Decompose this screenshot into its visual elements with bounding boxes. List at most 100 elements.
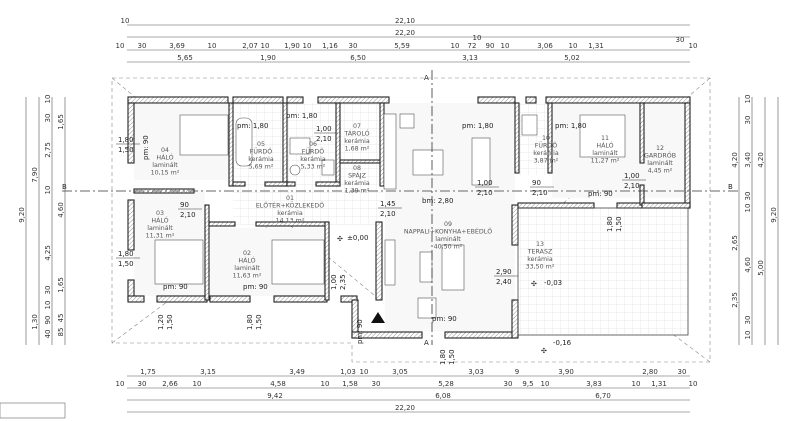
dimension-value: 4,60 (744, 257, 752, 273)
dimension-value: 6,70 (595, 392, 611, 400)
opening-width: 1,80 (118, 250, 134, 258)
dimension-value: 5,65 (177, 54, 193, 62)
dimension-value: 10 (501, 42, 510, 50)
room-floor: kerámia (344, 137, 370, 145)
opening-height: 2,10 (532, 189, 548, 197)
room-num: 09 (444, 221, 452, 228)
room-num: 04 (161, 147, 169, 154)
level-marker-icon: ✣ (531, 280, 537, 288)
dimension-value: 10 (44, 95, 52, 104)
annotation-label: pm: 1,80 (237, 122, 268, 130)
dimension-value: 5,28 (438, 380, 454, 388)
dimension-value: 10 (44, 301, 52, 310)
dimension-value: 10 (632, 380, 641, 388)
bathtub (235, 117, 253, 167)
dimension-value: 90 (486, 42, 495, 50)
dimension-value: 10 (303, 42, 312, 50)
dimension-value: 3,49 (289, 368, 305, 376)
dimension-value: 9,20 (18, 207, 26, 223)
dimension-value: 10 (44, 186, 52, 195)
opening-height: 1,50 (118, 260, 134, 268)
room-floor: kerámia (344, 179, 370, 187)
bed-04 (179, 114, 229, 156)
section-label-b-left: B (62, 183, 67, 191)
room-area: 11,27 m² (591, 158, 620, 165)
opening-label: 1,801,50 (116, 136, 140, 154)
dimension-value: 10 (321, 380, 330, 388)
level-entry: ±0,00 (347, 234, 368, 242)
sofa (441, 244, 465, 291)
dimension-value: 30 (678, 368, 687, 376)
room-floor: kerámia (277, 209, 303, 217)
dimension-value: 85 (57, 328, 65, 337)
opening-width: 1,80 (439, 349, 447, 365)
room-name: FÜRDŐ (535, 141, 557, 150)
opening-width: 1,00 (477, 179, 493, 187)
annotation-label: pm: 90 (163, 283, 188, 291)
room-name: SPÁJZ (348, 171, 367, 180)
room-num: 07 (353, 123, 361, 130)
dimension-value: 30 (44, 286, 52, 295)
dimension-value: 1,03 (340, 368, 356, 376)
dimension-value: 2,75 (44, 142, 52, 158)
dimension-value: 30 (349, 42, 358, 50)
room-num: 05 (257, 141, 265, 148)
room-area: 1,68 m² (345, 146, 370, 153)
tv-unit (384, 239, 396, 286)
annotation-label: pm: 90 (432, 315, 457, 323)
room-num: 02 (243, 250, 251, 257)
room-name: ELŐTÉR+KÖZLEKEDŐ (256, 201, 324, 210)
room-floor: laminált (152, 161, 178, 169)
dimension-value: 3,69 (169, 42, 185, 50)
annotation-label: pm: 1,80 (286, 112, 317, 120)
room-name: GARDRÓB (644, 151, 676, 160)
dimension-value: 4,20 (731, 152, 739, 168)
island (412, 149, 444, 176)
annotation-label: pm: 1,80 (555, 122, 586, 130)
opening-width: 90 (180, 201, 189, 209)
opening-label: 1,002,10 (475, 179, 499, 197)
room-num: 13 (536, 241, 544, 248)
dimension-value: 3,03 (468, 368, 484, 376)
dimension-value: 1,65 (57, 277, 65, 293)
bed-03 (154, 239, 204, 285)
dimension-value: 1,90 (284, 42, 300, 50)
opening-width: 1,20 (157, 314, 165, 330)
section-label-a-top: A (424, 74, 429, 82)
room-floor: laminált (647, 159, 673, 167)
dimension-value: 3,40 (744, 152, 752, 168)
toilet (289, 164, 301, 176)
dimension-value: 10 (360, 368, 369, 376)
opening-height: 2,10 (380, 210, 396, 218)
room-name: TÁROLÓ (343, 129, 369, 138)
room-floor: kerámia (300, 155, 326, 163)
dimension-value: 30 (504, 380, 513, 388)
room-area: 10,15 m² (151, 170, 180, 177)
room-num: 12 (656, 145, 664, 152)
level-marker-icon: ✣ (337, 235, 343, 243)
dimension-value: 6,08 (435, 392, 451, 400)
shower-10 (521, 114, 538, 136)
room-area: 3,87 m² (534, 158, 559, 165)
room-name: HÁLÓ (156, 153, 173, 162)
dimension-value: 7,90 (31, 167, 39, 183)
section-label-b-right: B (728, 183, 733, 191)
level-ground: -0,16 (553, 339, 572, 347)
dimension-value: 10 (116, 42, 125, 50)
dimension-value: 22,20 (395, 29, 415, 37)
bed-02 (271, 239, 325, 285)
dimension-value: 1,90 (260, 54, 276, 62)
room-name: HÁLÓ (238, 256, 255, 265)
dimension-value: 1,65 (57, 114, 65, 130)
room-name: FÜRDŐ (302, 147, 324, 156)
room-name: TERASZ (527, 249, 553, 256)
annotation-label: bm: 2,80 (422, 197, 453, 205)
opening-height: 2,40 (496, 278, 512, 286)
room-area: 5,69 m² (249, 164, 274, 171)
dimension-value: 10 (473, 34, 482, 42)
room-floor: kerámia (527, 255, 553, 263)
